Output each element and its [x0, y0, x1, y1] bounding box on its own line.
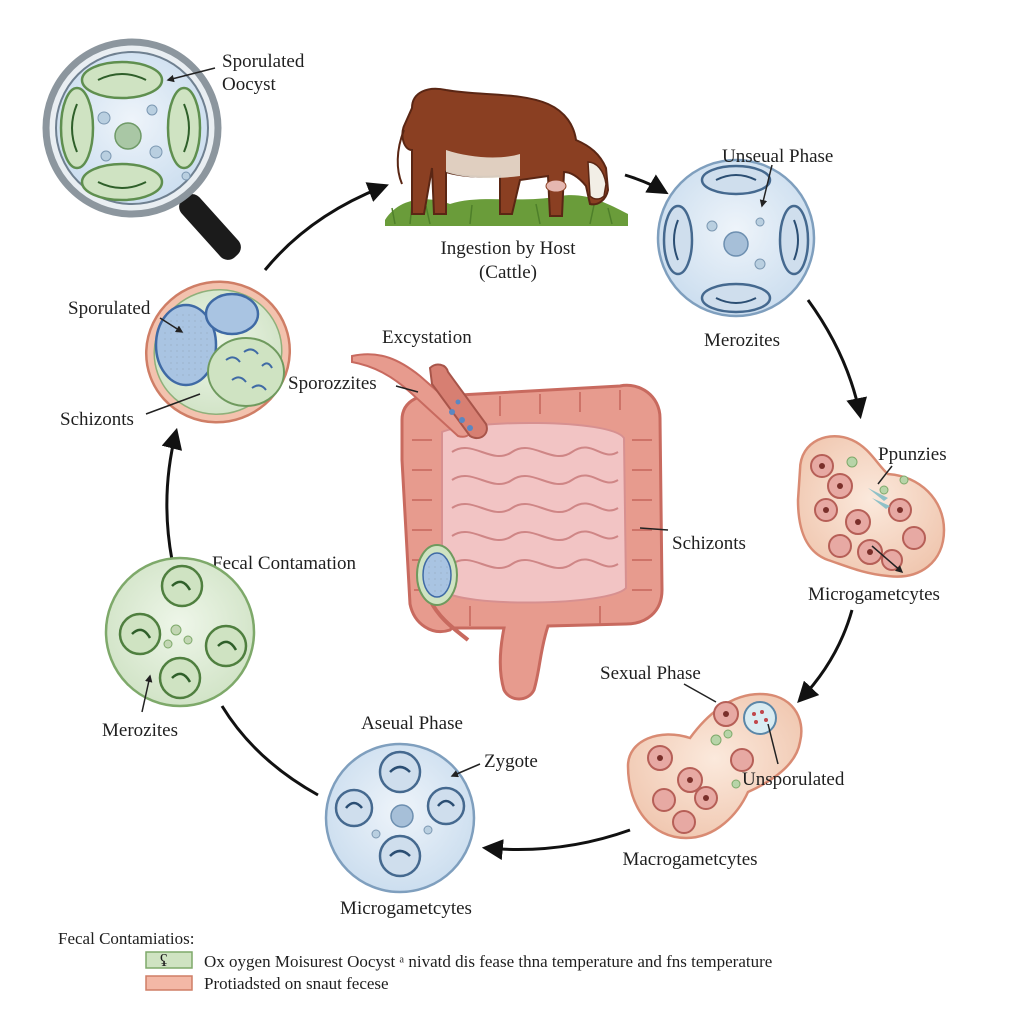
sporulated-schizont-cell: [144, 280, 292, 424]
label-merozites-right: Merozites: [704, 330, 780, 351]
label-unsporulated: Unsporulated: [742, 769, 845, 790]
label-unsexual-phase: Unseual Phase: [722, 146, 833, 167]
label-excystation: Excystation: [382, 327, 472, 348]
legend-swatch-1: [145, 951, 193, 969]
arrow-micro-to-sexual: [797, 609, 854, 704]
label-microgametcytes-bottom: Microgametcytes: [340, 898, 472, 919]
label-sporulated-oocyst-top: Sporulated Oocyst: [166, 51, 305, 95]
legend-swatch-2: [145, 975, 193, 991]
label-sporulated-oocyst-line2: Oocyst: [222, 74, 277, 95]
merozites-cell-top-right: [656, 158, 816, 318]
label-ingestion-line1: Ingestion by Host: [440, 238, 576, 259]
label-ppunzies: Ppunzies: [878, 444, 947, 465]
arrow-zygote-to-merozites: [220, 705, 319, 797]
legend-swatch-1-glyph: ʢ: [160, 951, 168, 970]
legend-item-2-text: Protiadsted on snaut fecese: [204, 974, 389, 993]
label-macrogametcytes: Macrogametcytes: [622, 849, 757, 870]
microgametcyte-cell: [796, 435, 946, 578]
legend-title: Fecal Contamiatios:: [58, 929, 194, 948]
label-sexual-phase: Sexual Phase: [600, 663, 701, 684]
legend-item-1: ʢ Ox oygen Moisurest Oocyst ᵃ nivatd dis…: [145, 951, 772, 971]
merozites-cell-left: [104, 556, 256, 708]
label-aseual-phase: Aseual Phase: [361, 713, 463, 734]
label-ingestion: Ingestion by Host (Cattle): [440, 238, 576, 283]
label-zygote: Zygote: [484, 751, 538, 772]
arrow-cow-to-merozites: [624, 173, 669, 195]
label-microgametcytes-right: Microgametcytes: [808, 584, 940, 605]
intestine-icon: [351, 353, 664, 701]
legend-item-1-text: Ox oygen Moisurest Oocyst ᵃ nivatd dis f…: [204, 952, 772, 971]
label-ingestion-line2: (Cattle): [479, 262, 537, 283]
label-schizonts-left: Schizonts: [60, 409, 134, 430]
legend: Fecal Contamiatios: ʢ Ox oygen Moisurest…: [58, 929, 772, 993]
legend-item-2: Protiadsted on snaut fecese: [145, 974, 389, 993]
label-sporulated-left: Sporulated: [68, 298, 151, 319]
arrow-magnifier-to-cow: [263, 182, 389, 271]
magnifier-icon: [42, 38, 241, 260]
label-sporozzites: Sporozzites: [288, 373, 377, 394]
label-fecal-contamation: Fecal Contamation: [212, 553, 357, 574]
arrow-merozites-to-ppunzies: [806, 299, 867, 420]
cycle-arrows: [161, 173, 867, 861]
zygote-cell: [324, 742, 476, 894]
arrow-merozites-to-sporulated: [161, 427, 183, 561]
arrow-sexual-to-zygote: [481, 828, 631, 861]
cow-icon: [385, 87, 628, 226]
label-merozites-left: Merozites: [102, 720, 178, 741]
macrogametcyte-cell: [626, 692, 803, 840]
label-sporulated-oocyst-line1: Sporulated: [222, 51, 305, 72]
label-schizonts-center: Schizonts: [672, 533, 746, 554]
